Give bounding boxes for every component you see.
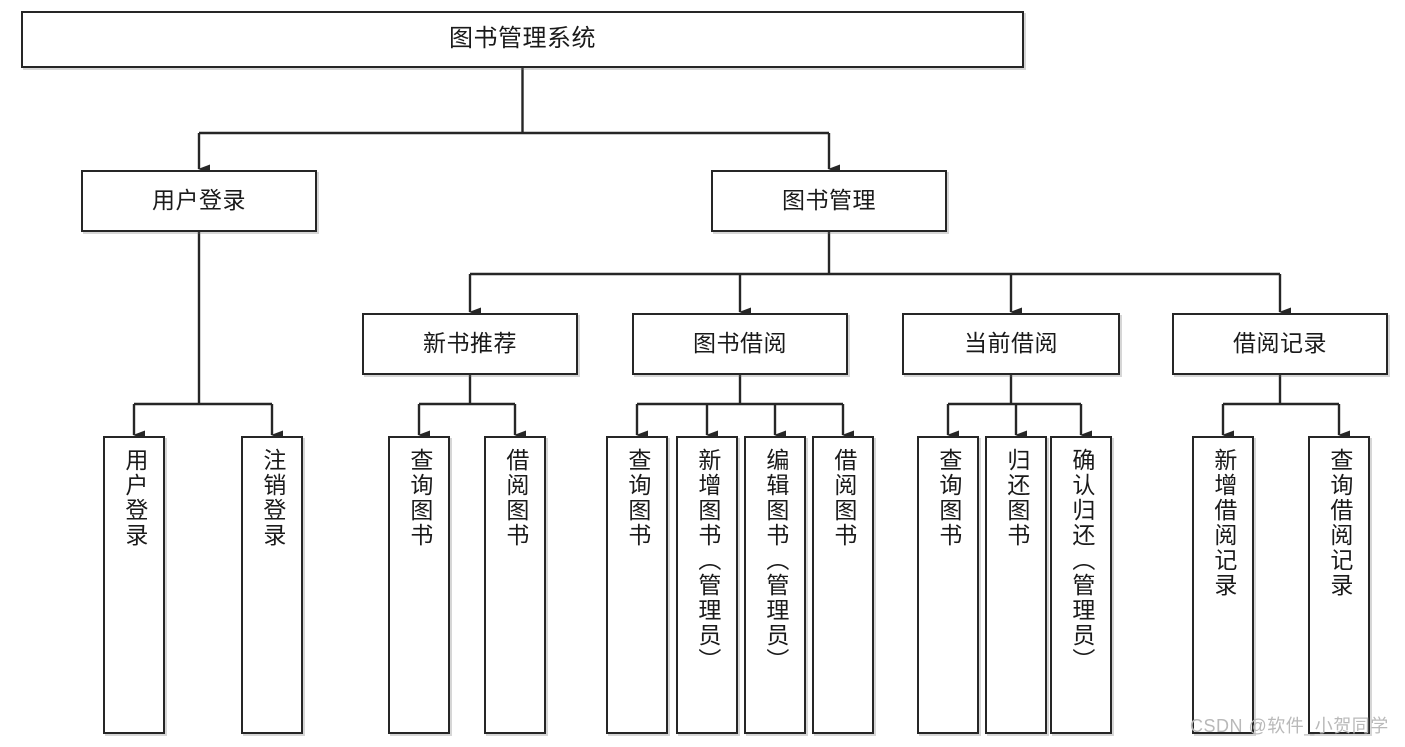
csdn-watermark: CSDN @软件_小贺同学 — [1190, 716, 1389, 736]
node-label: 新增图书（管理员） — [694, 448, 721, 673]
node-label: 新书推荐 — [423, 330, 517, 357]
node-leaf-borrow-book-2[interactable]: 借阅图书 — [812, 436, 874, 734]
node-borrow-record[interactable]: 借阅记录 — [1172, 313, 1388, 375]
node-label: 图书管理系统 — [449, 25, 596, 53]
node-book-borrow[interactable]: 图书借阅 — [632, 313, 848, 375]
node-label: 查询借阅记录 — [1326, 448, 1353, 598]
node-label: 用户登录 — [121, 448, 148, 548]
node-label: 当前借阅 — [964, 330, 1058, 357]
node-label: 用户登录 — [152, 187, 246, 214]
node-leaf-query-borrow-record[interactable]: 查询借阅记录 — [1308, 436, 1370, 734]
node-label: 查询图书 — [406, 448, 433, 548]
node-leaf-query-book-2[interactable]: 查询图书 — [606, 436, 668, 734]
node-root[interactable]: 图书管理系统 — [21, 11, 1024, 68]
node-label: 借阅图书 — [830, 448, 857, 548]
node-leaf-add-borrow-record[interactable]: 新增借阅记录 — [1192, 436, 1254, 734]
node-user-login[interactable]: 用户登录 — [81, 170, 317, 232]
node-label: 新增借阅记录 — [1210, 448, 1237, 598]
node-leaf-query-book-1[interactable]: 查询图书 — [388, 436, 450, 734]
node-label: 归还图书 — [1003, 448, 1030, 548]
node-label: 图书借阅 — [693, 330, 787, 357]
node-leaf-confirm-return-admin[interactable]: 确认归还（管理员） — [1050, 436, 1112, 734]
node-label: 确认归还（管理员） — [1068, 448, 1095, 673]
node-label: 借阅图书 — [502, 448, 529, 548]
node-leaf-query-book-3[interactable]: 查询图书 — [917, 436, 979, 734]
node-book-management[interactable]: 图书管理 — [711, 170, 947, 232]
node-label: 借阅记录 — [1233, 330, 1327, 357]
node-leaf-return-book[interactable]: 归还图书 — [985, 436, 1047, 734]
node-new-book-recommend[interactable]: 新书推荐 — [362, 313, 578, 375]
node-current-borrow[interactable]: 当前借阅 — [902, 313, 1120, 375]
node-label: 查询图书 — [935, 448, 962, 548]
node-label: 查询图书 — [624, 448, 651, 548]
node-leaf-borrow-book-1[interactable]: 借阅图书 — [484, 436, 546, 734]
node-label: 图书管理 — [782, 187, 876, 214]
node-leaf-logout[interactable]: 注销登录 — [241, 436, 303, 734]
node-leaf-add-book-admin[interactable]: 新增图书（管理员） — [676, 436, 738, 734]
node-label: 注销登录 — [259, 448, 286, 548]
node-label: 编辑图书（管理员） — [762, 448, 789, 673]
node-leaf-user-login[interactable]: 用户登录 — [103, 436, 165, 734]
node-leaf-edit-book-admin[interactable]: 编辑图书（管理员） — [744, 436, 806, 734]
